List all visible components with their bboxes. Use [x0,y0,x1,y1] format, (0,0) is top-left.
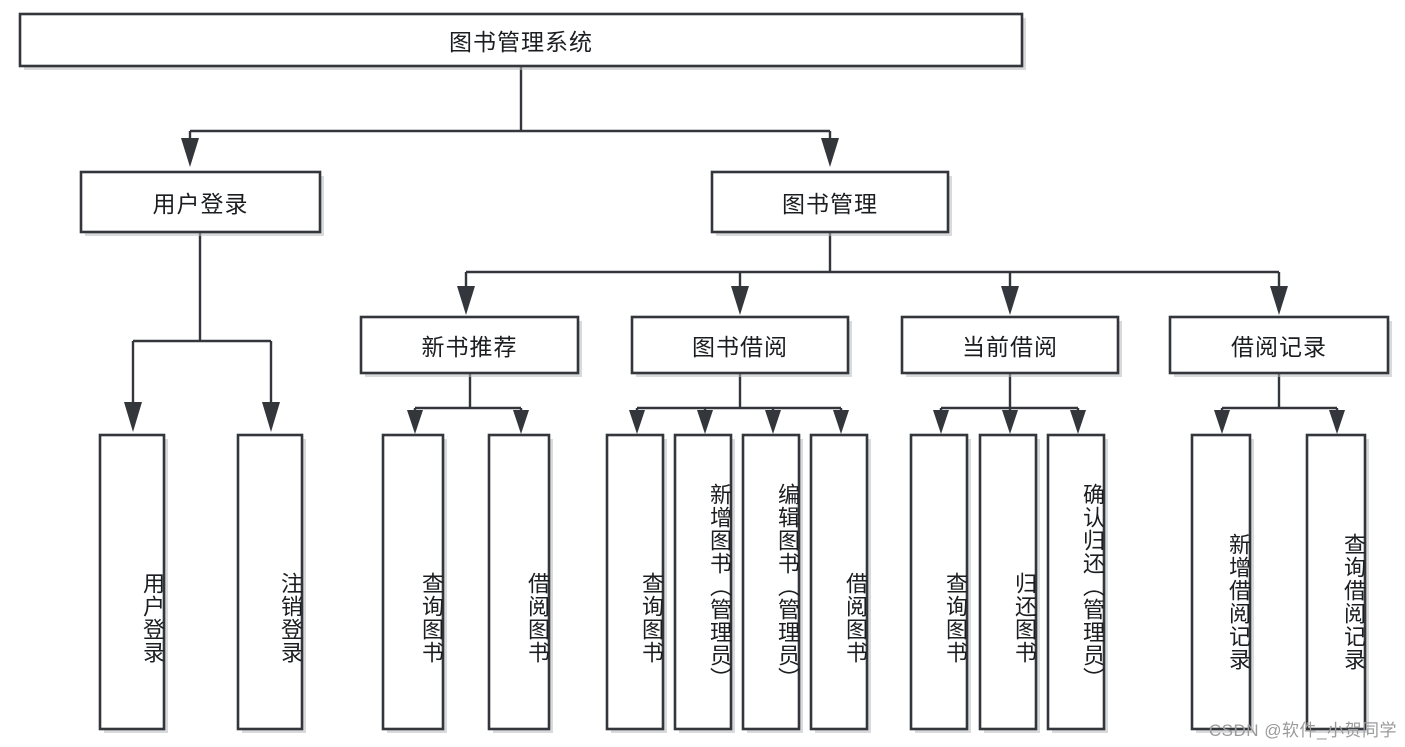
leaf-borrow-book-1-box[interactable] [487,433,551,731]
leaf-logout-box[interactable] [236,433,304,731]
arrow-root-to-book-management [821,138,839,167]
leaf-add-book-box[interactable] [673,433,733,731]
arrow-bb-leaf-1 [629,410,645,434]
leaf-confirm-return-box[interactable] [1046,433,1106,731]
edge-group-book-management [457,232,1288,315]
arrow-br-leaf-2 [1329,410,1345,434]
edge-group-root [181,66,839,167]
book-borrow-node-box[interactable] [630,315,850,375]
arrow-user-login-leaf-1 [124,402,142,432]
arrow-root-to-user-login [181,138,199,167]
edge-group-user-login [124,232,280,432]
edge-group-book-borrow [629,373,849,434]
arrow-bm-to-current-borrow [1001,286,1019,315]
arrow-br-leaf-1 [1214,410,1230,434]
leaf-add-record-box[interactable] [1190,433,1252,731]
arrow-bb-leaf-3 [765,410,781,434]
leaf-borrow-book-2-box[interactable] [809,433,869,731]
arrow-bb-leaf-2 [697,410,713,434]
leaf-query-book-2-box[interactable] [605,433,665,731]
borrow-record-node-box[interactable] [1168,315,1390,375]
edge-group-current-borrow [933,373,1086,434]
arrow-nbr-leaf-2 [513,410,529,434]
arrow-bb-leaf-4 [833,410,849,434]
edge-group-borrow-record [1214,373,1345,434]
new-book-recommend-node-box[interactable] [359,315,580,375]
book-management-node-box[interactable] [710,170,950,234]
arrow-bm-to-new-book-recommend [457,286,475,315]
leaf-user-login-box[interactable] [98,433,166,731]
leaf-return-book-box[interactable] [978,433,1038,731]
arrow-bm-to-book-borrow [731,286,749,315]
leaf-query-book-3-box[interactable] [909,433,969,731]
arrow-cb-leaf-1 [933,410,949,434]
csdn-watermark: CSDN @软件_小贺同学 [1208,721,1397,740]
leaf-query-record-box[interactable] [1305,433,1367,731]
leaf-edit-book-box[interactable] [741,433,801,731]
arrow-bm-to-borrow-record [1270,286,1288,315]
arrow-cb-leaf-2 [1002,410,1018,434]
user-login-node-box[interactable] [79,170,322,234]
leaf-query-book-1-box[interactable] [381,433,445,731]
edge-group-new-book-recommend [407,373,529,434]
arrow-nbr-leaf-1 [407,410,423,434]
current-borrow-node-box[interactable] [900,315,1120,375]
arrow-cb-leaf-3 [1070,410,1086,434]
root-node-box[interactable] [18,12,1024,68]
arrow-user-login-leaf-2 [262,402,280,432]
